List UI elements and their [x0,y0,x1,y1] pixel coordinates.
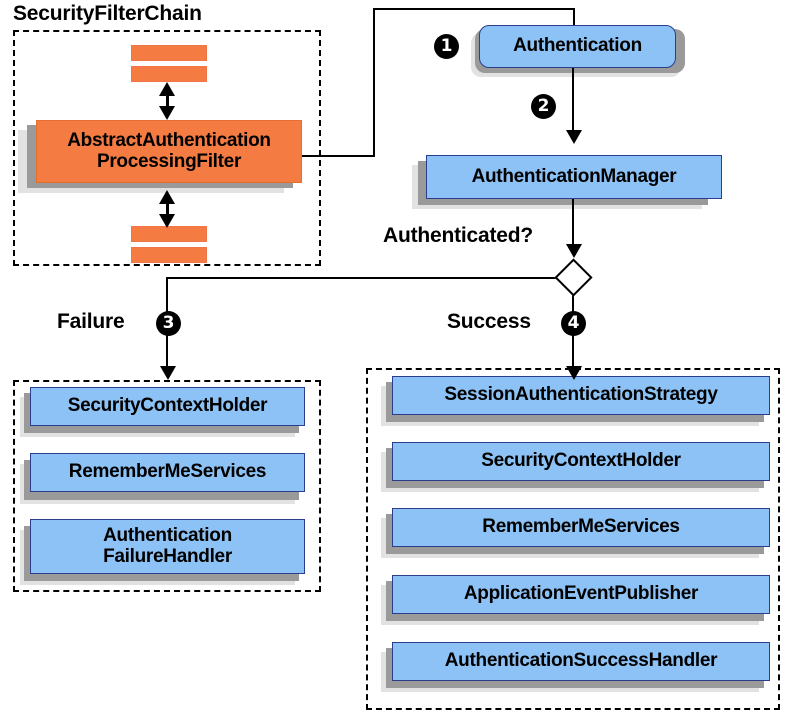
badge-step-1: 1 [434,34,459,59]
filter-bar-1 [131,45,207,61]
security-filter-chain-group [13,30,321,266]
filter-bar-4 [131,247,207,263]
success-node-5-label: AuthenticationSuccessHandler [444,650,718,672]
conn-auth-entry-v [573,8,575,32]
processing-filter-label-line1: AbstractAuthentication [67,129,271,151]
conn-failure-arrow [160,366,176,380]
success-node-session-authentication-strategy[interactable]: SessionAuthenticationStrategy [392,376,770,415]
filter-connector-top [166,88,169,114]
security-filter-chain-title: SecurityFilterChain [13,2,202,25]
conn-filter-to-auth-h2 [373,8,575,10]
badge-step-2: 2 [531,94,556,119]
decision-label-authenticated: Authenticated? [383,224,534,247]
conn-filter-to-auth-v [373,8,375,157]
conn-manager-to-decision-v [572,199,574,251]
failure-node-authentication-failure-handler[interactable]: Authentication FailureHandler [30,519,305,574]
node-authentication-manager[interactable]: AuthenticationManager [426,155,722,199]
conn-manager-to-decision-arrow [566,244,582,258]
authentication-label: Authentication [513,35,642,57]
success-node-2-label: SecurityContextHolder [481,450,681,472]
conn-filter-to-auth-h1 [302,155,375,157]
filter-arrow-up-top [159,82,175,96]
filter-arrow-down-bottom [159,214,175,228]
failure-node-2-label: RememberMeServices [68,461,267,483]
badge-step-4: 4 [561,311,586,336]
success-node-security-context-holder[interactable]: SecurityContextHolder [392,442,770,481]
conn-success-arrow [566,366,582,380]
failure-group [13,380,321,592]
success-branch-label: Success [447,310,531,333]
node-authentication[interactable]: Authentication [479,25,676,68]
failure-node-remember-me-services[interactable]: RememberMeServices [30,453,305,492]
filter-connector-bottom [166,196,169,222]
success-node-1-label: SessionAuthenticationStrategy [444,384,718,406]
failure-node-1-label: SecurityContextHolder [67,395,268,417]
conn-auth-to-manager-v [572,68,574,135]
badge-step-3: 3 [156,311,181,336]
success-node-authentication-success-handler[interactable]: AuthenticationSuccessHandler [392,642,770,681]
conn-decision-failure-h [166,277,562,279]
success-node-3-label: RememberMeServices [482,516,680,538]
decision-diamond [554,258,593,297]
node-abstract-authentication-processing-filter[interactable]: AbstractAuthentication ProcessingFilter [36,120,302,183]
filter-bar-3 [131,226,207,242]
failure-node-3-label-line2: FailureHandler [103,545,232,567]
processing-filter-label-line2: ProcessingFilter [96,150,242,172]
success-node-application-event-publisher[interactable]: ApplicationEventPublisher [392,575,770,614]
filter-arrow-up-bottom [159,190,175,204]
failure-branch-label: Failure [57,310,125,333]
failure-node-3-label-line1: Authentication [103,524,232,546]
authentication-manager-label: AuthenticationManager [471,165,677,187]
success-node-remember-me-services[interactable]: RememberMeServices [392,508,770,547]
filter-bar-2 [131,66,207,82]
success-node-4-label: ApplicationEventPublisher [463,583,699,605]
failure-node-security-context-holder[interactable]: SecurityContextHolder [30,387,305,426]
conn-auth-to-manager-arrow [566,130,582,144]
filter-arrow-down-top [159,106,175,120]
